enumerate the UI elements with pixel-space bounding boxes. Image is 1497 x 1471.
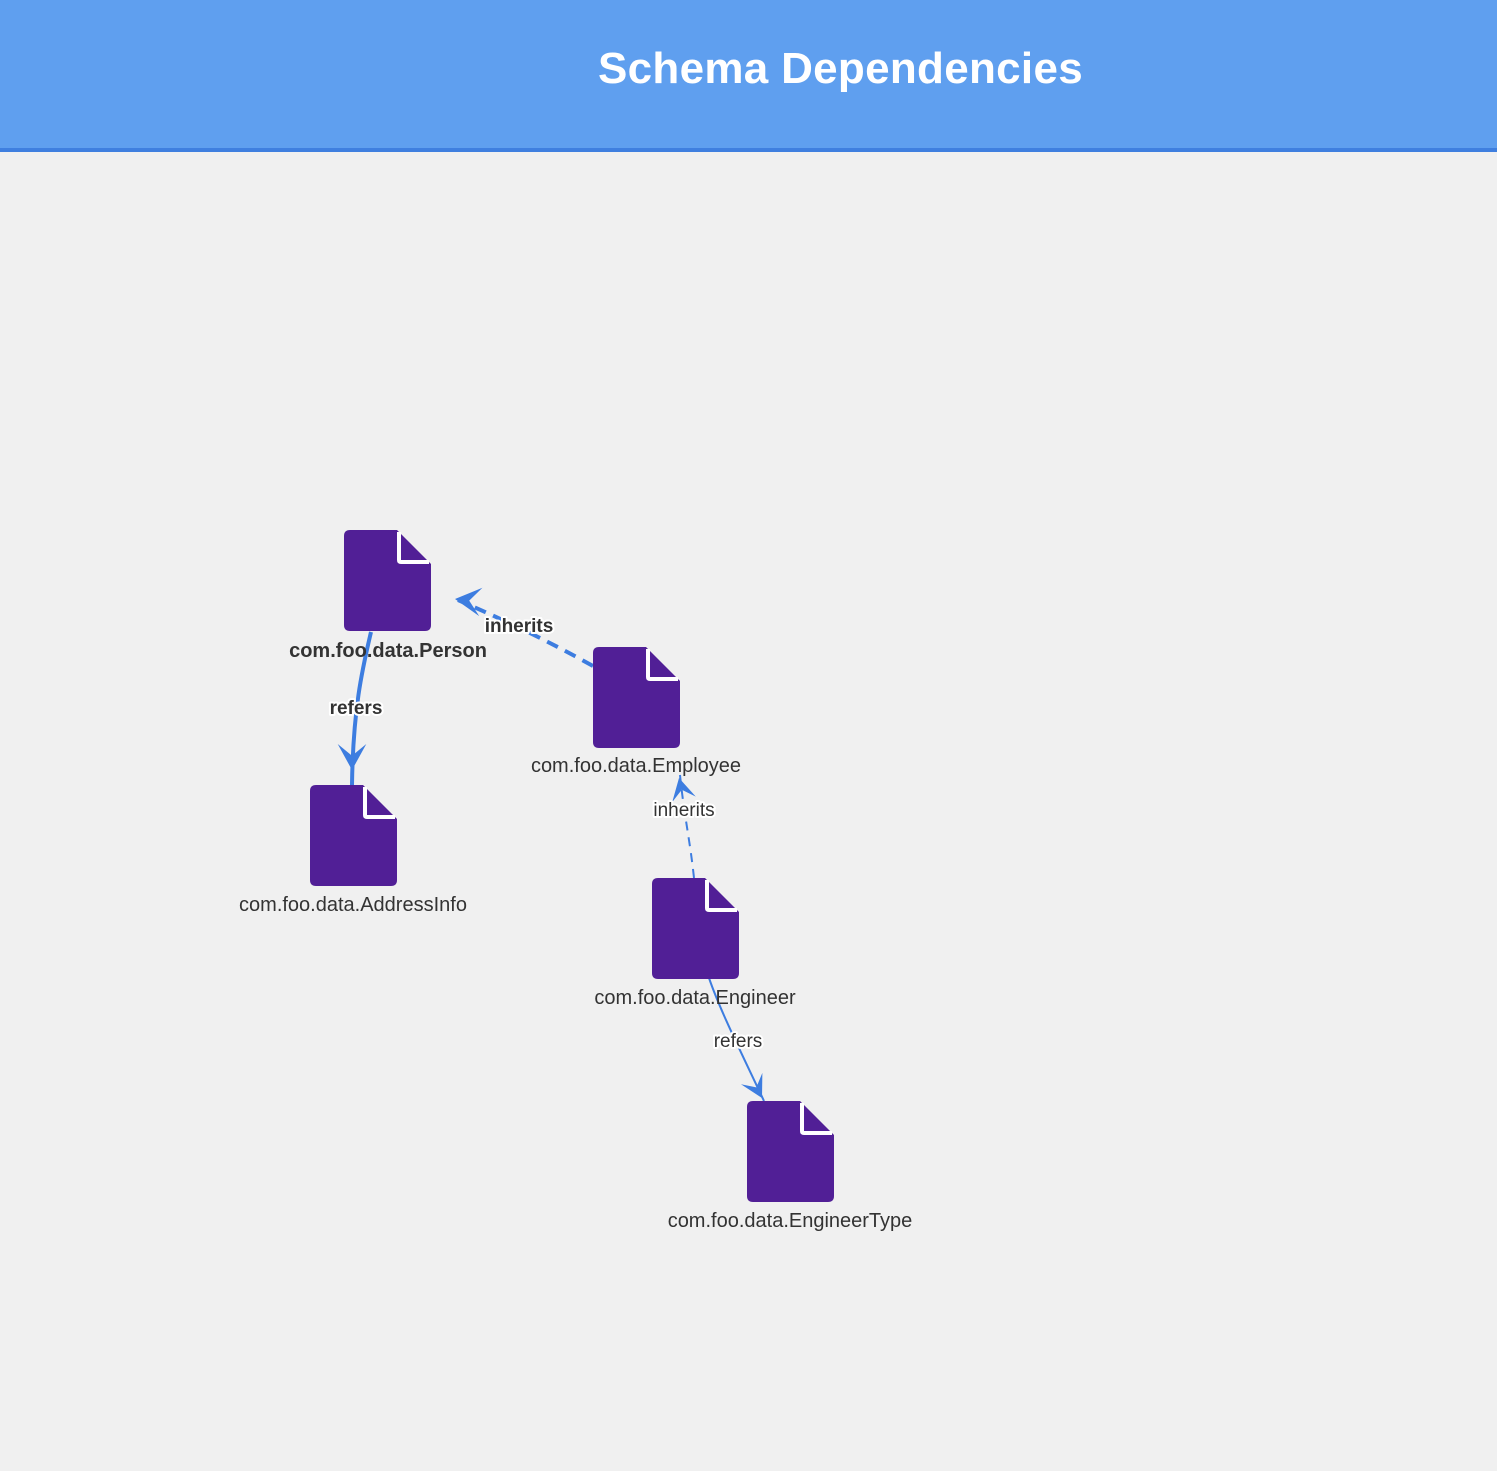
- node-label: com.foo.data.AddressInfo: [239, 894, 467, 916]
- page-title: Schema Dependencies: [597, 44, 1084, 93]
- edge-line: [679, 774, 695, 879]
- arrow-head-icon: [672, 778, 696, 803]
- edge-engineer-to-employee[interactable]: [672, 774, 696, 879]
- document-icon: [310, 785, 397, 886]
- edge-label: refers: [714, 1031, 763, 1052]
- node-label: com.foo.data.EngineerType: [668, 1210, 913, 1232]
- document-icon: [593, 647, 680, 748]
- edge-engineer-to-engineertype[interactable]: [708, 977, 765, 1102]
- document-icon: [747, 1101, 834, 1202]
- header-bar: Schema Dependencies: [0, 0, 1497, 152]
- node-person[interactable]: com.foo.data.Person: [289, 530, 487, 662]
- edges-layer: [337, 587, 765, 1102]
- arrow-head-icon: [740, 1072, 763, 1098]
- node-addressinfo[interactable]: com.foo.data.AddressInfo: [239, 785, 467, 916]
- folded-corner-icon: [397, 532, 429, 564]
- edge-label: inherits: [653, 800, 714, 821]
- edge-line: [457, 598, 594, 668]
- edge-label: inherits: [485, 616, 554, 637]
- node-engineer[interactable]: com.foo.data.Engineer: [594, 878, 796, 1009]
- folded-corner-icon: [646, 649, 678, 681]
- node-label: com.foo.data.Employee: [531, 755, 741, 777]
- edge-person-to-addressinfo[interactable]: [337, 631, 373, 786]
- folded-corner-icon: [705, 880, 737, 912]
- nodes-layer: com.foo.data.Employee com.foo.data.Addres…: [239, 530, 912, 1232]
- node-label: com.foo.data.Person: [289, 640, 487, 662]
- edge-line: [708, 977, 765, 1102]
- folded-corner-icon: [800, 1103, 832, 1135]
- arrow-head-icon: [455, 587, 483, 617]
- edge-labels-layer: inherits refers inherits refers: [328, 614, 765, 1054]
- document-icon: [652, 878, 739, 979]
- edge-employee-to-person[interactable]: [455, 587, 594, 668]
- node-label: com.foo.data.Engineer: [594, 987, 796, 1009]
- arrow-head-icon: [337, 744, 367, 770]
- node-engineertype[interactable]: com.foo.data.EngineerType: [668, 1101, 913, 1232]
- document-icon: [344, 530, 431, 631]
- edge-label: refers: [330, 698, 383, 719]
- node-employee[interactable]: com.foo.data.Employee: [531, 647, 741, 777]
- folded-corner-icon: [363, 787, 395, 819]
